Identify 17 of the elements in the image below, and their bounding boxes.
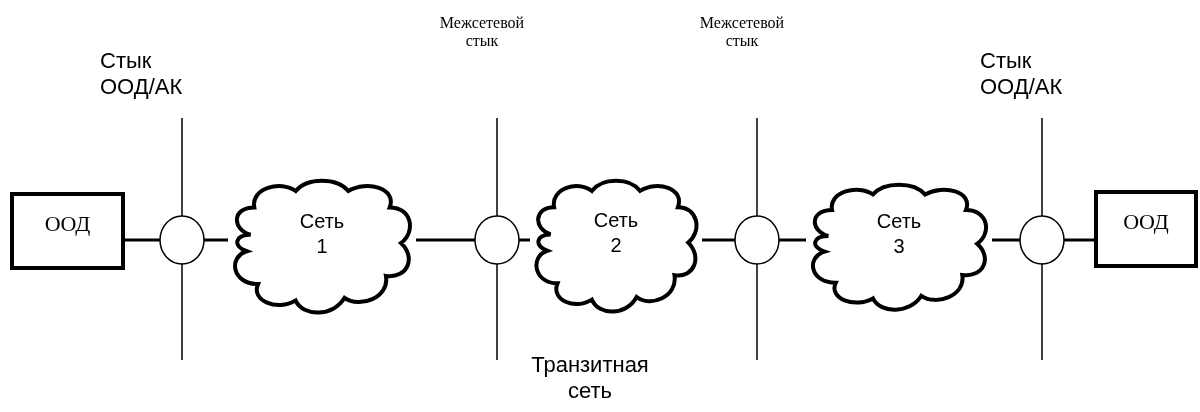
interface-label: Межсетевой стык xyxy=(698,14,786,50)
connector-line xyxy=(416,238,475,242)
connector-line xyxy=(779,238,806,242)
caption-text: Транзитная сеть xyxy=(530,352,650,404)
connector-line xyxy=(204,238,228,242)
interface-label: Межсетевой стык xyxy=(438,14,526,50)
connector-line xyxy=(1064,238,1096,242)
interface-label: Стык ООД/АК xyxy=(100,48,184,100)
node-label: Сеть 2 xyxy=(592,208,640,258)
connector-line xyxy=(992,238,1020,242)
connector-line xyxy=(702,238,735,242)
node-label: Сеть 1 xyxy=(298,208,346,259)
interface-label: Стык ООД/АК xyxy=(980,48,1064,100)
node-label: Сеть 3 xyxy=(875,209,923,259)
node-label: ООД xyxy=(1123,209,1169,235)
node-label: ООД xyxy=(44,211,91,237)
connector-line xyxy=(519,238,530,242)
